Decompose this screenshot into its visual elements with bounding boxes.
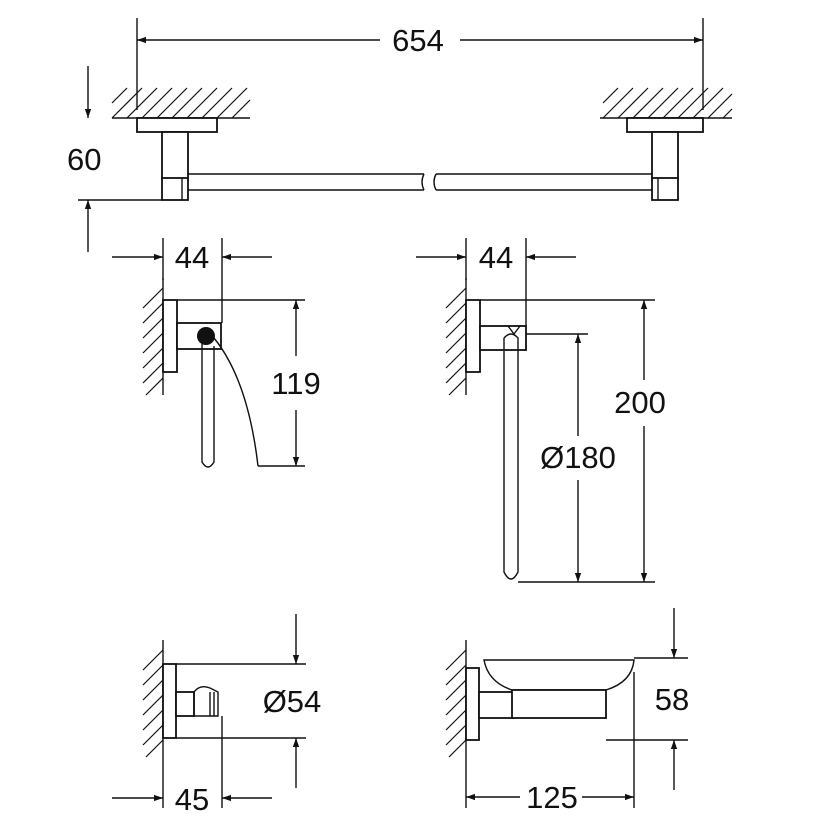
robe-hook-drawing: Ø54 45 [112, 614, 321, 817]
towel-bar-drawing: 654 60 [67, 18, 733, 252]
wall-hatch-robe-hook [142, 649, 164, 758]
towel-bar-rail [188, 173, 652, 191]
soap-dish-height-label: 58 [655, 682, 689, 717]
robe-hook-diameter-label: Ø54 [263, 684, 322, 719]
towel-bar-height-label: 60 [67, 142, 101, 177]
towel-ring-diameter-label: Ø180 [540, 440, 616, 475]
paper-holder-depth-label: 44 [175, 240, 209, 275]
soap-dish-drawing: 58 125 [445, 608, 689, 815]
towel-bar-bracket-right [626, 117, 704, 201]
wall-hatch-paper-holder [142, 287, 164, 396]
wall-hatch-towel-ring [445, 287, 467, 396]
wall-hatch-right [600, 87, 733, 119]
towel-ring-depth-label: 44 [479, 240, 513, 275]
soap-dish-depth-label: 125 [526, 780, 578, 815]
paper-holder-drawing: 44 119 [112, 238, 321, 468]
wall-hatch-soap-dish [445, 649, 467, 758]
wall-hatch-left [111, 87, 251, 119]
robe-hook-depth-label: 45 [175, 782, 209, 817]
paper-holder-height-label: 119 [271, 366, 320, 401]
towel-ring-height-label: 200 [614, 385, 666, 420]
towel-ring-drawing: 44 200 Ø180 [416, 238, 666, 583]
towel-bar-length-label: 654 [392, 23, 444, 58]
towel-bar-bracket-left [136, 117, 218, 201]
